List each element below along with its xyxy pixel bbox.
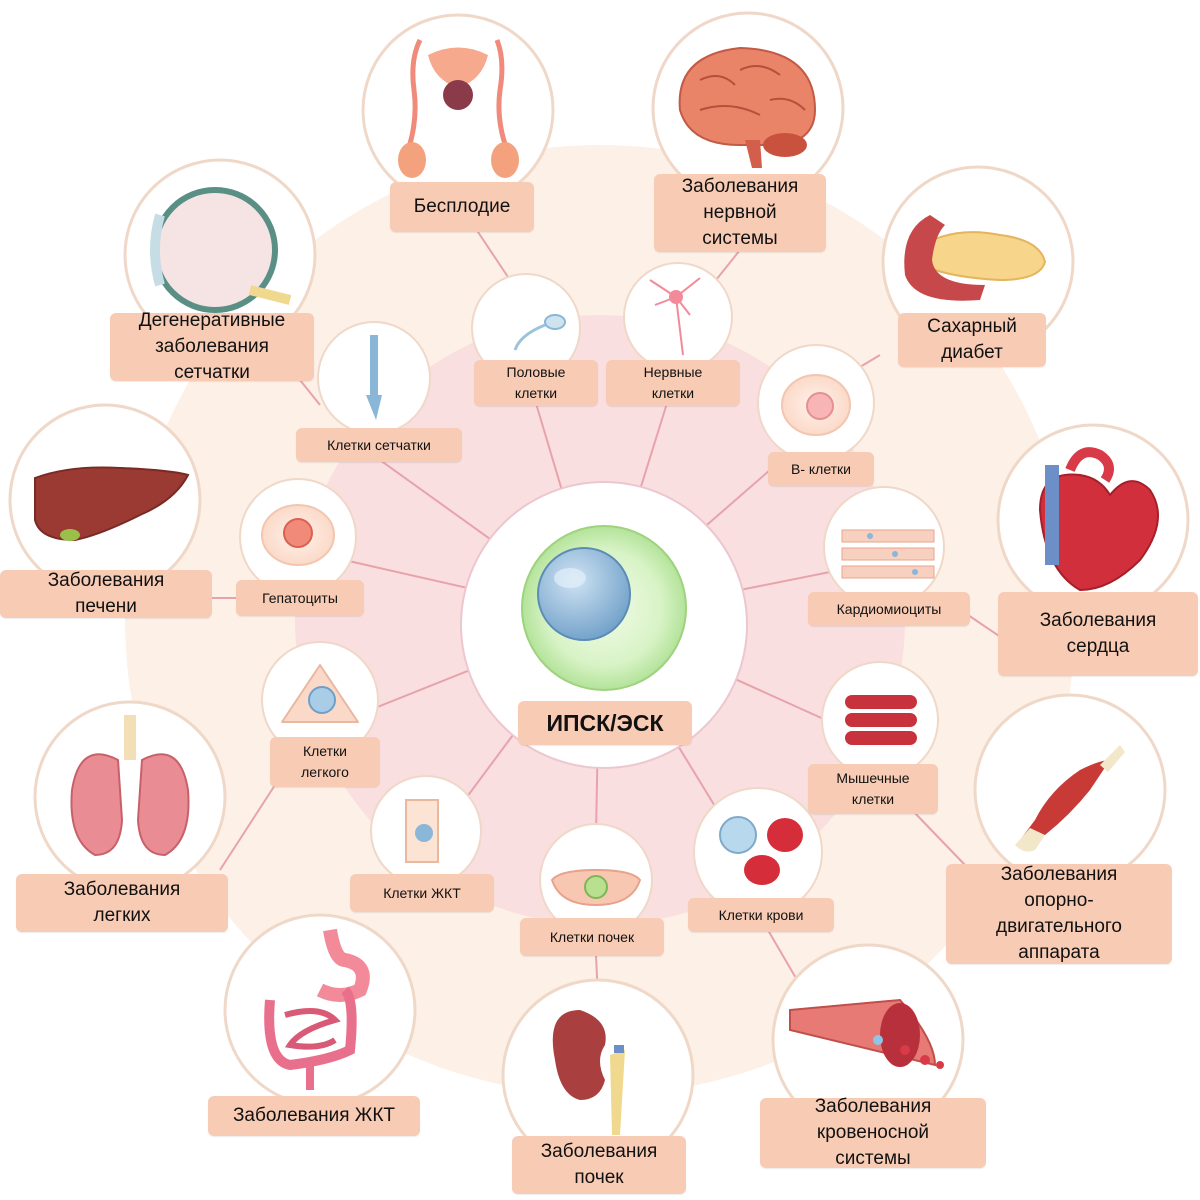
cardiomyocytes-label: Кардиомиоциты: [808, 592, 970, 626]
lungs-icon: [33, 700, 227, 894]
lung-cell-icon: [261, 641, 379, 759]
gi-cells-text: Клетки ЖКТ: [383, 884, 461, 901]
lung-cells-text: Клетки легкого: [301, 743, 349, 780]
infertility-text: Бесплодие: [413, 196, 511, 217]
cardiomyocytes-text: Кардиомиоциты: [836, 600, 942, 617]
retina-cells-text: Клетки сетчатки: [327, 436, 431, 453]
retina-cell-icon: [317, 321, 431, 435]
musculoskeletal-diseases-label: Заболевания опорно- двигательного аппара…: [946, 864, 1172, 964]
eye-icon: [123, 158, 317, 352]
blood-cells-label: Клетки крови: [688, 898, 834, 932]
neural-cells-label: Нервные клетки: [606, 360, 740, 406]
gi-diseases-text: Заболевания ЖКТ: [232, 1105, 396, 1126]
lung-diseases-text: Заболевания легких: [63, 879, 181, 926]
reproductive-organs-icon: [361, 13, 555, 207]
hepatocytes-label: Гепатоциты: [236, 580, 364, 616]
heart-diseases-label: Заболевания сердца: [998, 592, 1198, 676]
infertility-label: Бесплодие: [390, 182, 534, 232]
gi-cells-label: Клетки ЖКТ: [350, 874, 494, 912]
kidney-diseases-label: Заболевания почек: [512, 1136, 686, 1194]
pancreas-icon: [881, 165, 1075, 359]
germ-cells-label: Половые клетки: [474, 360, 598, 406]
nervous-diseases-text: Заболевания нервной системы: [681, 176, 799, 249]
gi-cell-icon: [370, 775, 482, 887]
muscle-cells-text: Мышечные клетки: [836, 770, 910, 807]
circulatory-diseases-label: Заболевания кровеносной системы: [760, 1096, 986, 1169]
heart-diseases-text: Заболевания сердца: [1039, 610, 1157, 657]
muscle-cells-label: Мышечные клетки: [808, 764, 938, 814]
muscle-cell-icon: [821, 661, 939, 779]
beta-cells-text: B- клетки: [790, 460, 852, 477]
liver-diseases-text: Заболевания печени: [47, 570, 165, 617]
beta-cell-icon: [757, 344, 875, 462]
blood-cells-text: Клетки крови: [718, 906, 804, 923]
blood-vessel-icon: [771, 943, 965, 1137]
center-label: ИПСК/ЭСК: [518, 701, 692, 745]
kidney-cells-label: Клетки почек: [520, 918, 664, 956]
heart-icon: [996, 423, 1190, 617]
liver-icon: [8, 403, 202, 597]
retina-diseases-label: Дегенеративные заболевания сетчатки: [110, 310, 314, 383]
lung-cells-label: Клетки легкого: [270, 737, 380, 787]
retina-cells-label: Клетки сетчатки: [296, 428, 462, 462]
kidney-cell-icon: [539, 823, 653, 937]
stem-cell-nucleus: [537, 547, 631, 641]
kidney-diseases-text: Заболевания почек: [540, 1141, 658, 1188]
muscle-icon: [973, 693, 1167, 887]
center-label-text: ИПСК/ЭСК: [546, 709, 664, 736]
neural-cells-text: Нервные клетки: [643, 364, 703, 401]
kidney-icon: [501, 978, 695, 1172]
cardiomyocyte-icon: [823, 486, 945, 608]
hepatocyte-icon: [239, 478, 357, 596]
diabetes-label: Сахарный диабет: [898, 313, 1046, 367]
musculoskeletal-diseases-text: Заболевания опорно- двигательного аппара…: [995, 864, 1122, 963]
neuron-icon: [623, 262, 733, 372]
liver-diseases-label: Заболевания печени: [0, 570, 212, 618]
retina-diseases-text: Дегенеративные заболевания сетчатки: [138, 310, 286, 383]
blood-cells-icon: [693, 787, 823, 917]
nervous-diseases-label: Заболевания нервной системы: [654, 174, 826, 252]
lung-diseases-label: Заболевания легких: [16, 874, 228, 932]
circulatory-diseases-text: Заболевания кровеносной системы: [814, 1096, 932, 1169]
germ-cells-text: Половые клетки: [506, 364, 566, 401]
gi-diseases-label: Заболевания ЖКТ: [208, 1096, 420, 1136]
kidney-cells-text: Клетки почек: [549, 928, 635, 945]
digestive-tract-icon: [223, 913, 417, 1107]
beta-cells-label: B- клетки: [768, 452, 874, 486]
diabetes-text: Сахарный диабет: [927, 316, 1017, 363]
hepatocytes-text: Гепатоциты: [262, 589, 338, 606]
